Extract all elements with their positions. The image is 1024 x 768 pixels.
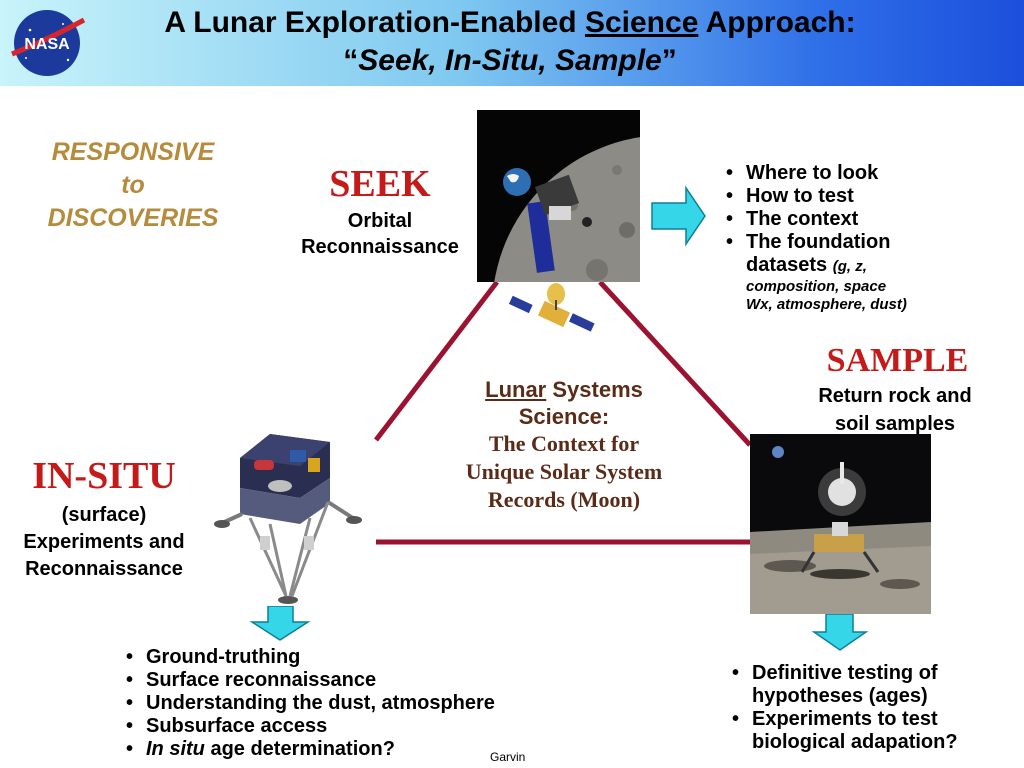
sample-return-image [750, 434, 931, 614]
responsive-to-discoveries: RESPONSIVE to DISCOVERIES [47, 138, 219, 232]
insitu-title: IN-SITU [32, 455, 176, 497]
page-subtitle: “Seek, In-Situ, Sample” [343, 44, 677, 77]
insitu-bullet-list: Ground-truthing Surface reconnaissance U… [122, 646, 582, 761]
list-item: Definitive testing of hypotheses (ages) [728, 662, 1018, 708]
list-item: Ground-truthing [122, 646, 582, 669]
seek-arrow-icon [651, 185, 706, 247]
list-item: The foundation datasets (g, z, compositi… [722, 231, 1012, 314]
list-item: The context [722, 208, 1012, 231]
sample-arrow-icon [811, 613, 869, 651]
list-item: Subsurface access [122, 715, 582, 738]
triangle-left-edge [374, 280, 499, 442]
svg-text:NASA: NASA [24, 36, 70, 53]
seek-title: SEEK [329, 163, 431, 205]
orbiter-image [477, 110, 640, 282]
insitu-subtitle: (surface) Experiments and Reconnaissance [23, 504, 185, 580]
list-item: Surface reconnaissance [122, 669, 582, 692]
triangle-right-edge [598, 280, 752, 447]
list-item: Experiments to test biological adapation… [728, 708, 1018, 754]
page-title: A Lunar Exploration-Enabled Science Appr… [164, 6, 856, 39]
sample-title: SAMPLE [826, 342, 969, 379]
nasa-logo: NASA [11, 10, 86, 76]
sample-bullet-list: Definitive testing of hypotheses (ages) … [728, 662, 1018, 754]
seek-subtitle: Orbital Reconnaissance [301, 210, 459, 258]
footer-author: Garvin [490, 750, 526, 764]
list-item: Understanding the dust, atmosphere [122, 692, 582, 715]
title-bar [0, 0, 1024, 86]
list-item: In situ age determination? [122, 738, 582, 761]
lander-image [210, 428, 362, 606]
insitu-arrow-icon [249, 605, 311, 641]
seek-bullet-list: Where to look How to test The context Th… [722, 162, 1012, 314]
list-item: Where to look [722, 162, 1012, 185]
center-caption: Lunar Systems Science: The Context for U… [465, 377, 663, 512]
sample-subtitle: Return rock and soil samples [818, 385, 972, 435]
list-item: How to test [722, 185, 1012, 208]
satellite-icon [508, 283, 595, 332]
